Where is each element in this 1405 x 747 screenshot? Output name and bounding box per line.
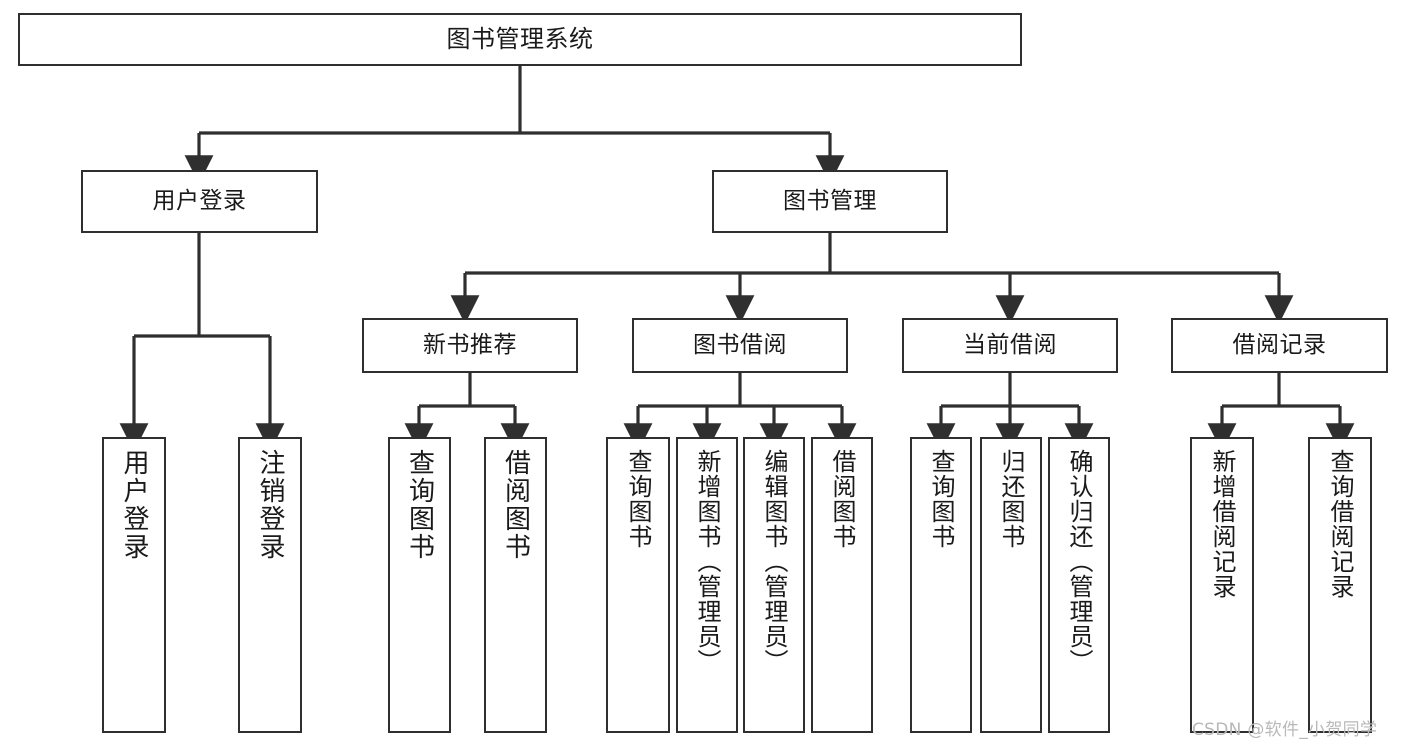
node-new-book-recommend[interactable]: 新书推荐 bbox=[362, 318, 578, 373]
leaf-logout[interactable]: 注销登录 bbox=[238, 437, 302, 733]
node-current-borrow[interactable]: 当前借阅 bbox=[902, 318, 1118, 373]
node-label: 新增借阅记录 bbox=[1208, 449, 1236, 599]
node-label: 确认归还（管理员） bbox=[1065, 449, 1093, 674]
node-label: 注销登录 bbox=[255, 449, 285, 561]
node-label: 新书推荐 bbox=[423, 331, 517, 358]
leaf-add-borrow-record[interactable]: 新增借阅记录 bbox=[1190, 437, 1254, 733]
node-label: 借阅图书 bbox=[828, 449, 856, 549]
node-book-borrow[interactable]: 图书借阅 bbox=[632, 318, 848, 373]
leaf-borrow-book-1[interactable]: 借阅图书 bbox=[484, 437, 547, 733]
leaf-query-book-1[interactable]: 查询图书 bbox=[388, 437, 451, 733]
leaf-borrow-book-2[interactable]: 借阅图书 bbox=[811, 437, 873, 733]
leaf-query-borrow-record[interactable]: 查询借阅记录 bbox=[1308, 437, 1372, 733]
leaf-return-book[interactable]: 归还图书 bbox=[980, 437, 1042, 733]
node-label: 借阅图书 bbox=[500, 449, 531, 561]
leaf-edit-book-admin[interactable]: 编辑图书（管理员） bbox=[743, 437, 805, 733]
node-label: 图书管理系统 bbox=[446, 25, 594, 54]
node-user-login[interactable]: 用户登录 bbox=[81, 170, 318, 233]
leaf-query-book-2[interactable]: 查询图书 bbox=[606, 437, 670, 733]
node-label: 新增图书（管理员） bbox=[693, 449, 721, 674]
node-label: 归还图书 bbox=[997, 449, 1025, 549]
node-label: 当前借阅 bbox=[963, 331, 1057, 358]
node-label: 查询图书 bbox=[927, 449, 955, 549]
leaf-confirm-return-admin[interactable]: 确认归还（管理员） bbox=[1048, 437, 1110, 733]
node-label: 借阅记录 bbox=[1232, 331, 1327, 358]
node-root-system[interactable]: 图书管理系统 bbox=[18, 13, 1022, 66]
node-label: 用户登录 bbox=[119, 449, 149, 561]
leaf-user-login[interactable]: 用户登录 bbox=[102, 437, 166, 733]
node-label: 图书管理 bbox=[783, 187, 877, 214]
node-label: 查询借阅记录 bbox=[1326, 449, 1354, 599]
node-book-management[interactable]: 图书管理 bbox=[712, 170, 948, 233]
leaf-query-book-3[interactable]: 查询图书 bbox=[910, 437, 972, 733]
node-label: 图书借阅 bbox=[693, 331, 787, 358]
node-borrow-record[interactable]: 借阅记录 bbox=[1171, 318, 1388, 373]
node-label: 用户登录 bbox=[152, 187, 247, 214]
node-label: 查询图书 bbox=[404, 449, 435, 561]
node-label: 编辑图书（管理员） bbox=[760, 449, 788, 674]
node-label: 查询图书 bbox=[624, 449, 652, 549]
csdn-watermark: CSDN @软件_小贺同学 bbox=[1192, 720, 1378, 740]
leaf-add-book-admin[interactable]: 新增图书（管理员） bbox=[676, 437, 738, 733]
